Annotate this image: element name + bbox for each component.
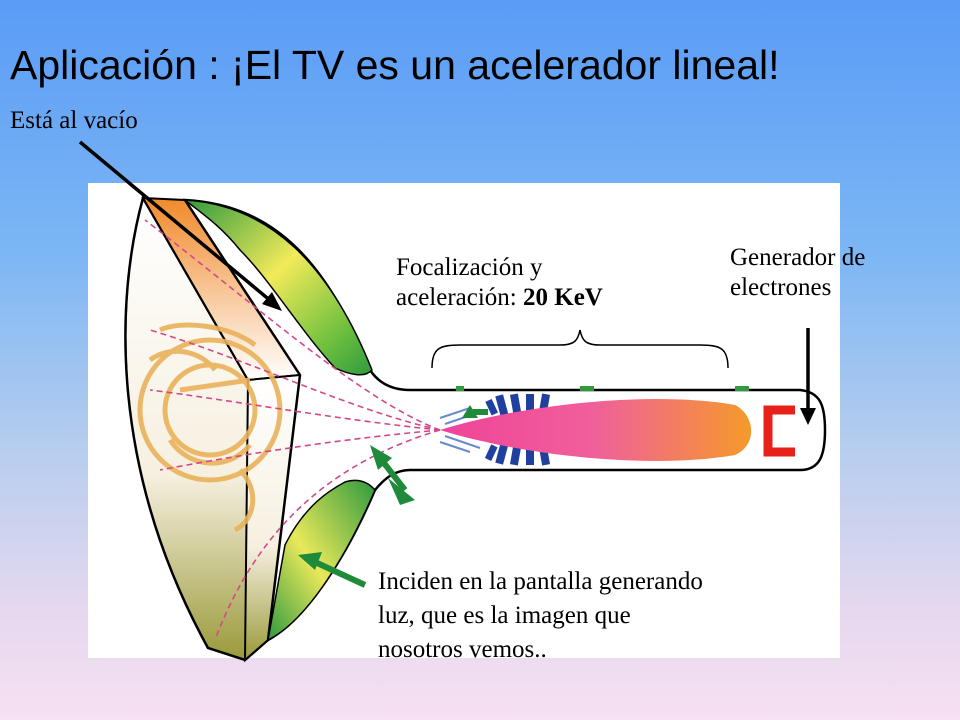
neck-markers <box>456 386 749 391</box>
pointer-arrow-generator <box>800 328 816 425</box>
focus-brace <box>431 329 729 369</box>
slide-title: Aplicación : ¡El TV es un acelerador lin… <box>10 42 780 88</box>
c-shape-cathode <box>763 405 795 457</box>
screen-image <box>137 322 283 533</box>
label-screen: Inciden en la pantalla generando luz, qu… <box>378 565 703 667</box>
label-focus-energy: 20 KeV <box>523 284 603 311</box>
label-vacuum: Está al vacío <box>10 106 138 136</box>
label-focus-line2: aceleración: 20 KeV <box>396 283 603 313</box>
lower-glass-coating <box>267 479 376 642</box>
focusing-coils <box>484 393 551 466</box>
label-vacuum-text: Está al vacío <box>10 107 138 134</box>
electron-beam <box>440 399 752 461</box>
label-focus-line1: Focalización y <box>396 254 543 281</box>
label-screen-line3: nosotros vemos.. <box>378 636 547 663</box>
label-focus-prefix: aceleración: <box>396 284 523 311</box>
label-generator: Generador de electrones <box>730 243 865 303</box>
upper-glass-coating <box>182 199 373 376</box>
beam-paths <box>144 219 441 641</box>
pointer-arrow-green-lower <box>298 552 367 588</box>
pointer-arrow-green-upper <box>462 405 488 418</box>
pointer-arrow-vacuum <box>78 140 282 311</box>
pointer-arrow-green-mid <box>370 445 415 505</box>
label-screen-line2: luz, que es la imagen que <box>378 602 631 629</box>
label-focus: Focalización y aceleración: 20 KeV <box>396 253 603 313</box>
label-generator-line2: electrones <box>730 274 832 301</box>
label-screen-line1: Inciden en la pantalla generando <box>378 568 703 595</box>
label-generator-line1: Generador de <box>730 244 866 271</box>
